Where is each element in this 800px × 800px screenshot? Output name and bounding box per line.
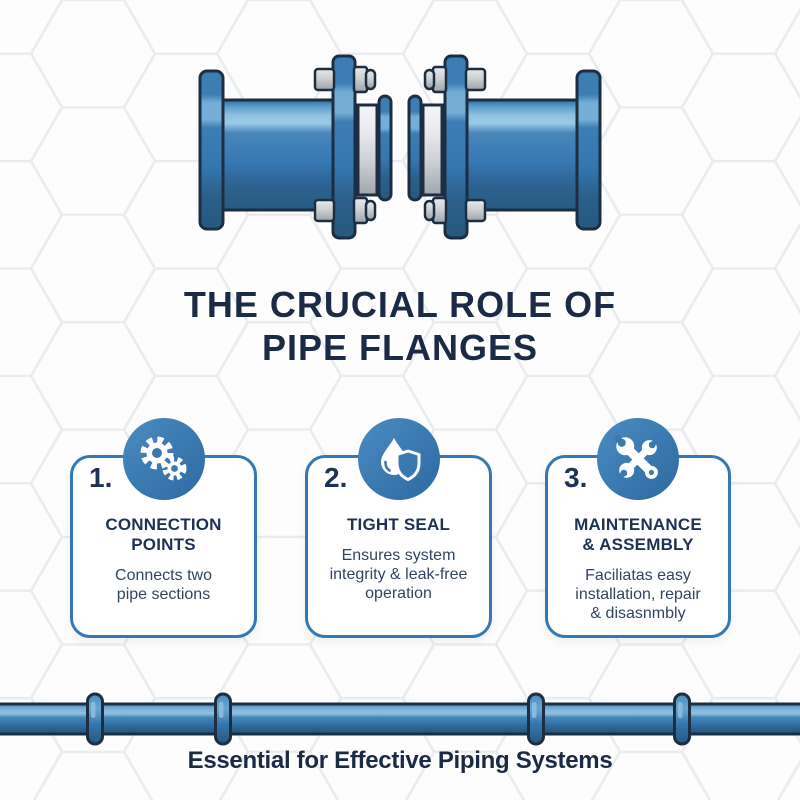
card-description: Ensures system integrity & leak-free ope…	[308, 546, 489, 603]
card-title-line: CONNECTION	[105, 515, 222, 534]
page-title-line-1: THE CRUCIAL ROLE OF	[183, 284, 617, 325]
card-icon-badge	[357, 418, 440, 500]
crossed-wrenches-icon	[613, 434, 659, 480]
card-description-line: Ensures system	[341, 547, 456, 564]
card-description-line: pipe sections	[116, 586, 211, 603]
card-title: TIGHT SEAL	[308, 515, 489, 535]
card-description-line: integrity & leak-free	[329, 566, 468, 583]
card-connection-points: 1. CONNECTION POINTS Connects two pipe s…	[70, 418, 257, 638]
card-description-line: & disasnmbly	[590, 605, 686, 622]
pipe-flange-joint-illustration	[198, 54, 602, 240]
card-tight-seal: 2. TIGHT SEAL Ensures system integrity &…	[305, 418, 492, 638]
footer-tagline: Essential for Effective Piping Systems	[187, 747, 613, 774]
page-title: THE CRUCIAL ROLE OF PIPE FLANGES	[0, 283, 800, 369]
gears-icon	[140, 436, 186, 481]
card-description: Connects two pipe sections	[73, 566, 254, 604]
droplet-shield-icon	[380, 438, 420, 481]
card-number: 2.	[324, 462, 348, 493]
card-title-line: POINTS	[131, 535, 196, 554]
card-description-line: operation	[365, 585, 432, 602]
card-description-line: Connects two	[115, 567, 212, 584]
card-number: 3.	[564, 462, 588, 493]
card-maintenance-assembly: 3. MAINTENANCE & ASSEMBLY Faciliatas eas…	[545, 418, 731, 638]
card-icon-badge	[597, 418, 679, 500]
pipeline-illustration	[0, 692, 800, 746]
card-description-line: Faciliatas easy	[585, 567, 691, 584]
card-title-line: MAINTENANCE	[574, 515, 702, 534]
card-title-line: TIGHT SEAL	[346, 515, 451, 534]
page-title-line-2: PIPE FLANGES	[261, 327, 539, 368]
card-title-line: & ASSEMBLY	[582, 535, 694, 554]
card-number: 1.	[89, 462, 113, 493]
card-title: CONNECTION POINTS	[73, 515, 254, 555]
card-icon-badge	[122, 418, 205, 500]
card-title: MAINTENANCE & ASSEMBLY	[548, 515, 728, 555]
card-description-line: installation, repair	[575, 586, 701, 603]
card-description: Faciliatas easy installation, repair & d…	[548, 566, 728, 623]
